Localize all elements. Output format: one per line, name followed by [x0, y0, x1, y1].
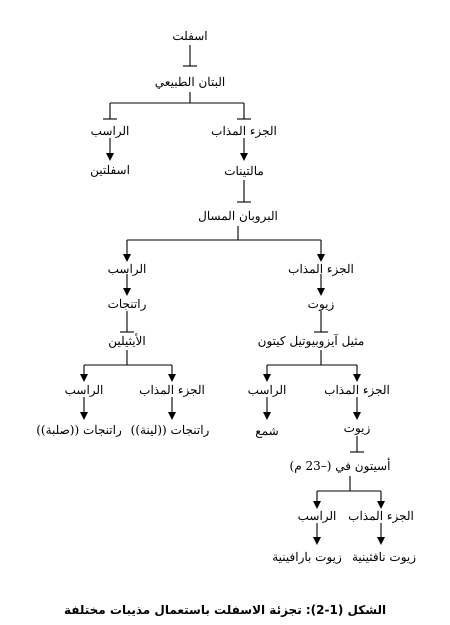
- arrow-head: [313, 537, 321, 545]
- node-liquid-propane: البروبان المسال: [198, 209, 278, 223]
- arrow-head: [168, 412, 176, 420]
- arrow-head: [313, 501, 321, 509]
- node-dissolved-2: الجزء المذاب: [288, 262, 354, 276]
- node-natural-bitumen: البتان الطبيعي: [154, 75, 226, 89]
- node-oils-1: زيوت: [307, 297, 335, 311]
- node-naphthenic-oils: زيوت نافثينية: [351, 550, 417, 564]
- node-wax: شمع: [255, 424, 279, 438]
- node-mibk: مثيل آيزوبيوتيل كيتون: [257, 334, 365, 348]
- arrow-head: [80, 374, 88, 382]
- figure-caption: الشكل (1-2): تجزئة الاسفلت باستعمال مذيب…: [63, 603, 387, 617]
- arrow-head: [123, 254, 131, 262]
- arrow-head: [263, 412, 271, 420]
- node-dissolved-4: الجزء المذاب: [324, 383, 390, 397]
- node-oils-2: زيوت: [343, 421, 371, 435]
- node-paraffinic-oils: زيوت بارافينية: [272, 550, 342, 564]
- arrow-head: [240, 153, 248, 161]
- arrow-head: [317, 254, 325, 262]
- node-maltenes: مالتينات: [224, 164, 264, 178]
- arrow-head: [377, 537, 385, 545]
- node-precipitate-3: الراسب: [64, 383, 104, 397]
- node-dissolved-3: الجزء المذاب: [139, 383, 205, 397]
- node-precipitate-4: الراسب: [247, 383, 287, 397]
- node-dissolved-1: الجزء المذاب: [211, 124, 277, 138]
- node-acetone: أسيتون في (–23 م): [289, 459, 391, 473]
- node-asphalt: اسفلت: [172, 29, 208, 43]
- arrow-head: [263, 374, 271, 382]
- arrow-head: [353, 374, 361, 382]
- arrow-head: [123, 288, 131, 296]
- arrow-head: [106, 153, 114, 161]
- node-hard-resins: راتنجات ((صلبة)): [36, 423, 122, 437]
- arrow-head: [168, 374, 176, 382]
- arrow-head: [353, 412, 361, 420]
- node-dissolved-5: الجزء المذاب: [348, 509, 414, 523]
- node-resins: راتنجات: [107, 297, 147, 311]
- arrow-head: [377, 501, 385, 509]
- arrow-head: [317, 288, 325, 296]
- node-precipitate-1: الراسب: [90, 124, 130, 138]
- node-soft-resins: راتنجات ((لينة)): [130, 423, 210, 437]
- node-ethylene: الأيثيلين: [108, 334, 146, 348]
- arrow-head: [80, 412, 88, 420]
- node-precipitate-2: الراسب: [107, 262, 147, 276]
- node-asphaltenes: اسفلتين: [90, 163, 130, 177]
- node-precipitate-5: الراسب: [297, 509, 337, 523]
